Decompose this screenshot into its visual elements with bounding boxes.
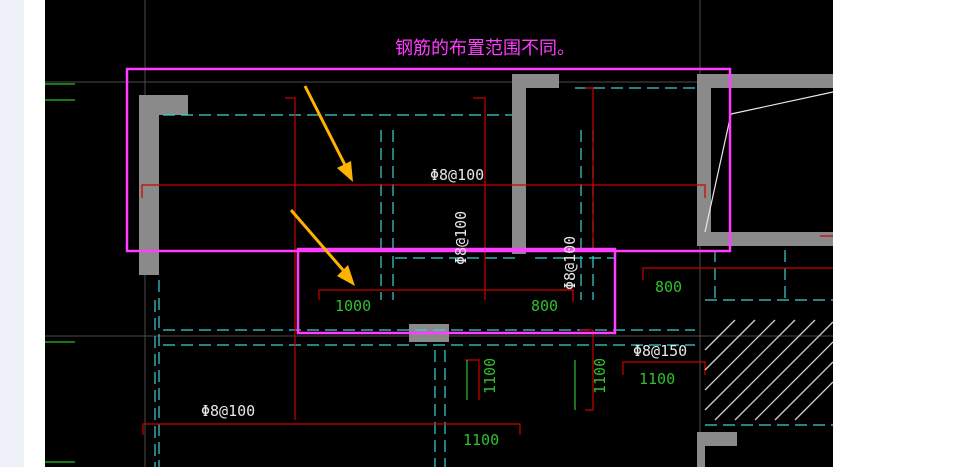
rebar-label: Φ8@100 bbox=[430, 166, 484, 184]
highlight-box-top bbox=[125, 67, 732, 253]
green-axis-lines bbox=[45, 83, 75, 463]
dimension-label: 1100 bbox=[639, 370, 675, 388]
dimension-label: 800 bbox=[531, 297, 558, 315]
cyan-dashed-lines bbox=[154, 87, 833, 467]
cad-drawing-canvas[interactable]: Φ8@100 Φ8@100 Φ8@100 Φ8@100 Φ8@150 1000 … bbox=[45, 0, 833, 467]
highlight-box-bottom bbox=[296, 247, 617, 335]
dimension-label: 1100 bbox=[463, 431, 499, 449]
side-panel bbox=[0, 0, 24, 467]
dimension-label: 800 bbox=[655, 278, 682, 296]
hatch-area bbox=[704, 319, 833, 421]
rebar-label: Φ8@150 bbox=[633, 342, 687, 360]
rebar-label: Φ8@100 bbox=[201, 402, 255, 420]
rebar-lines bbox=[141, 87, 833, 435]
dimension-label: 1100 bbox=[591, 358, 609, 394]
rebar-label: Φ8@100 bbox=[452, 211, 470, 265]
opening-lines bbox=[704, 91, 833, 233]
annotation-text: 钢筋的布置范围不同。 bbox=[395, 38, 575, 59]
dimension-ticks bbox=[466, 360, 576, 410]
arrow-top bbox=[303, 85, 353, 182]
arrow-bottom bbox=[289, 209, 355, 286]
dimension-label: 1000 bbox=[335, 297, 371, 315]
rebar-label: Φ8@100 bbox=[561, 236, 579, 290]
cad-drawing: Φ8@100 Φ8@100 Φ8@100 Φ8@100 Φ8@150 1000 … bbox=[45, 0, 833, 467]
dimension-label: 1100 bbox=[481, 358, 499, 394]
